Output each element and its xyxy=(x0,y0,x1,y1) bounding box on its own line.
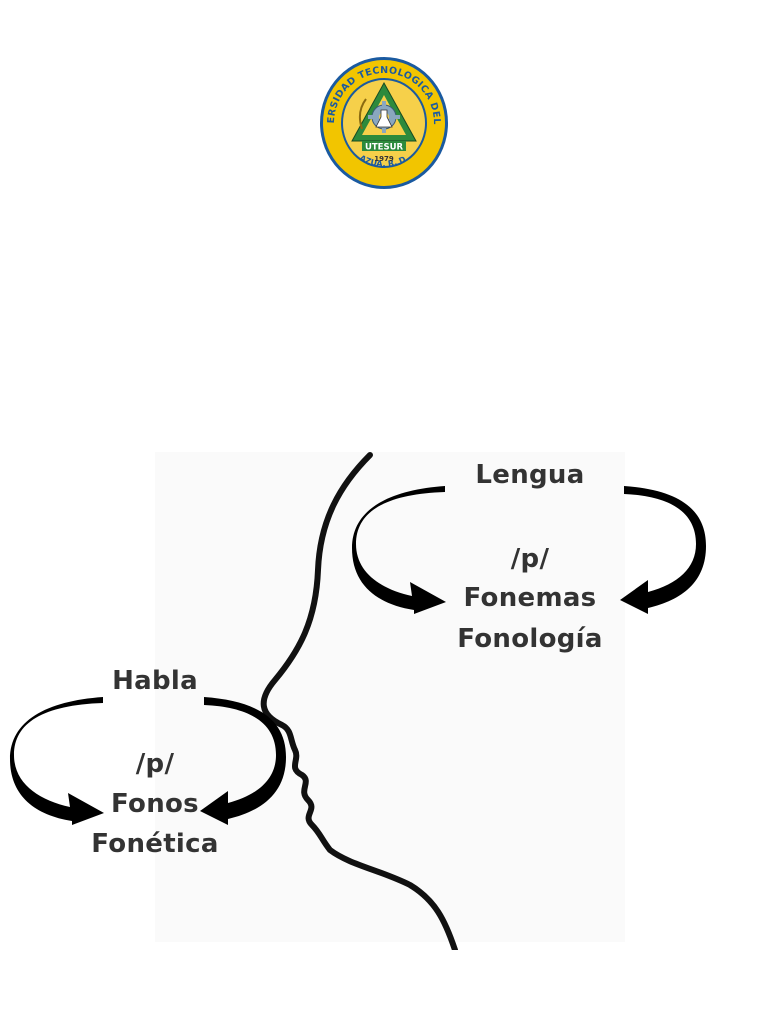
seal-year: 1979 xyxy=(374,155,394,163)
lengua-symbol: /p/ xyxy=(510,544,550,574)
university-seal-logo: UNIVERSIDAD TECNOLOGICA DEL SUR AZUA, R.… xyxy=(318,55,448,189)
habla-symbol: /p/ xyxy=(135,749,175,779)
habla-title: Habla xyxy=(112,666,198,696)
seal-acronym: UTESUR xyxy=(365,143,404,153)
habla-discipline: Fonética xyxy=(91,829,219,859)
lengua-left-curved-arrow-icon xyxy=(352,486,446,614)
habla-right-curved-arrow-icon xyxy=(200,697,286,825)
lengua-discipline: Fonología xyxy=(457,624,603,654)
habla-left-curved-arrow-icon xyxy=(10,697,104,825)
habla-unit: Fonos xyxy=(111,789,199,819)
wheat-icon xyxy=(358,98,367,130)
lengua-title: Lengua xyxy=(475,460,585,490)
profile-background xyxy=(155,452,625,942)
lengua-right-curved-arrow-icon xyxy=(620,486,706,614)
speech-language-diagram: Lengua /p/ Fonemas Fonología Habla /p/ F… xyxy=(0,440,768,950)
lengua-unit: Fonemas xyxy=(463,583,597,613)
head-profile-icon xyxy=(260,452,458,950)
flask-icon xyxy=(375,109,393,128)
